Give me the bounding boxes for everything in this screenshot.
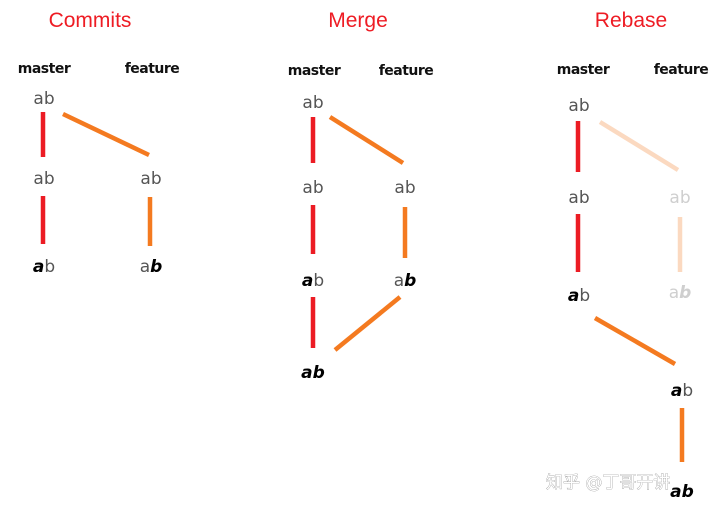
- merge-join-edge: [333, 295, 402, 352]
- rebase-new-fork-edge: [593, 316, 677, 366]
- commits-node-1: ab: [33, 89, 54, 109]
- rebase-node-1: ab: [568, 96, 589, 116]
- rebase-node-3: ab: [568, 286, 590, 306]
- rebase-node-5: ab: [670, 482, 694, 502]
- commits-node-5: ab: [140, 257, 163, 277]
- merge-node-5: ab: [394, 178, 415, 198]
- commits-node-4: ab: [140, 169, 161, 189]
- merge-fork-edge: [328, 115, 405, 165]
- merge-node-3: ab: [302, 271, 324, 291]
- rebase-old-node-1: ab: [669, 188, 690, 208]
- commits-master-label: master: [18, 61, 71, 77]
- merge-node-6: ab: [394, 271, 417, 291]
- commits-node-2: ab: [33, 169, 54, 189]
- watermark-text: 知乎 @丁哥开讲: [546, 473, 670, 493]
- merge-master-label: master: [288, 63, 341, 79]
- merge-node-1: ab: [302, 93, 323, 113]
- commits-node-3: ab: [33, 257, 55, 277]
- rebase-old-node-2: ab: [669, 283, 692, 303]
- rebase-old-fork-edge: [598, 120, 680, 172]
- commits-title: Commits: [49, 9, 132, 32]
- rebase-master-label: master: [557, 62, 610, 78]
- rebase-feature-label: feature: [654, 62, 709, 78]
- commits-fork-edge: [62, 111, 150, 158]
- merge-node-4: ab: [301, 363, 325, 383]
- rebase-node-2: ab: [568, 188, 589, 208]
- rebase-node-4: ab: [671, 381, 693, 401]
- commits-feature-label: feature: [125, 61, 180, 77]
- merge-title: Merge: [328, 9, 388, 32]
- merge-node-2: ab: [302, 178, 323, 198]
- merge-feature-label: feature: [379, 63, 434, 79]
- rebase-title: Rebase: [595, 9, 667, 32]
